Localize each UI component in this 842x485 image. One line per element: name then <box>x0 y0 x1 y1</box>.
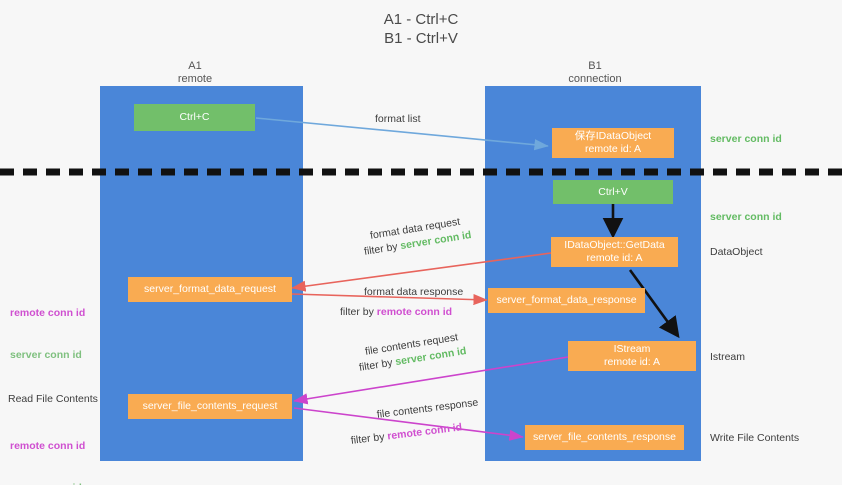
node-ctrl-c-label: Ctrl+C <box>179 111 210 123</box>
column-header-b1-sub: connection <box>568 73 622 85</box>
node-server-file-contents-request-label: server_file_contents_request <box>142 400 278 412</box>
node-server-file-contents-response-label: server_file_contents_response <box>532 431 676 443</box>
node-ctrl-v-label: Ctrl+V <box>598 185 628 198</box>
node-save-idataobject[interactable]: 保存IDataObject remote id: A <box>552 128 674 158</box>
node-save-idataobject-line1: 保存IDataObject <box>574 130 652 142</box>
node-server-format-data-response-label: server_format_data_response <box>496 294 637 306</box>
node-idataobject-getdata[interactable]: IDataObject::GetData remote id: A <box>551 237 678 267</box>
node-istream-line2: remote id: A <box>603 356 661 368</box>
right-label-server-conn-id-top: server conn id <box>710 133 782 145</box>
column-header-a1-name: A1 <box>188 60 202 72</box>
node-server-format-data-request[interactable]: server_format_data_request <box>128 277 292 302</box>
node-server-format-data-request-label: server_format_data_request <box>144 283 276 295</box>
page-title-line2: B1 - Ctrl+V <box>384 30 458 47</box>
filter-prefix: filter by <box>358 356 397 374</box>
column-header-a1-sub: remote <box>177 73 213 85</box>
column-header-b1-name: B1 <box>588 60 602 72</box>
filter-key-remote-conn-id: remote conn id <box>376 306 453 318</box>
edge-filter-file-contents-response: filter by remote conn id <box>350 420 463 448</box>
left-label-read-file-contents: Read File Contents <box>8 393 98 405</box>
edge-label-format-data-response: format data response <box>364 286 464 298</box>
node-istream[interactable]: IStream remote id: A <box>568 341 696 371</box>
edge-filter-format-data-response: filter by remote conn id <box>340 305 452 319</box>
right-label-write-file-contents: Write File Contents <box>710 432 800 444</box>
right-label-server-conn-id-mid: server conn id <box>710 211 782 223</box>
node-idataobject-getdata-line1: IDataObject::GetData <box>564 239 665 251</box>
node-server-file-contents-request[interactable]: server_file_contents_request <box>128 394 292 419</box>
node-ctrl-c[interactable]: Ctrl+C <box>134 104 255 131</box>
node-ctrl-v[interactable]: Ctrl+V <box>553 180 673 204</box>
edge-label-file-contents-response: file contents response <box>376 396 479 421</box>
left-label-remote-conn-id: remote conn id <box>10 307 86 319</box>
node-server-format-data-response[interactable]: server_format_data_response <box>488 288 645 313</box>
left-label-remote-conn-id: remote conn id <box>10 440 86 452</box>
page-title-line1: A1 - Ctrl+C <box>383 11 459 28</box>
left-label-server-conn-id: server conn id <box>10 349 82 361</box>
left-label-conn-pair-bottom: remote conn id server conn id <box>10 411 85 485</box>
left-label-server-conn-id: server conn id <box>10 481 85 485</box>
right-label-dataobject: DataObject <box>710 246 763 258</box>
filter-prefix: filter by <box>340 306 377 318</box>
node-save-idataobject-line2: remote id: A <box>584 143 642 155</box>
filter-key-remote-conn-id: remote conn id <box>386 421 463 443</box>
left-label-conn-pair-top: remote conn id server conn id <box>10 278 85 390</box>
filter-prefix: filter by <box>350 430 389 447</box>
right-label-istream: Istream <box>710 351 746 363</box>
node-idataobject-getdata-line2: remote id: A <box>586 252 643 264</box>
filter-prefix: filter by <box>363 240 402 258</box>
node-istream-line1: IStream <box>613 343 651 355</box>
edge-label-format-list: format list <box>375 113 421 125</box>
node-server-file-contents-response[interactable]: server_file_contents_response <box>525 425 684 450</box>
